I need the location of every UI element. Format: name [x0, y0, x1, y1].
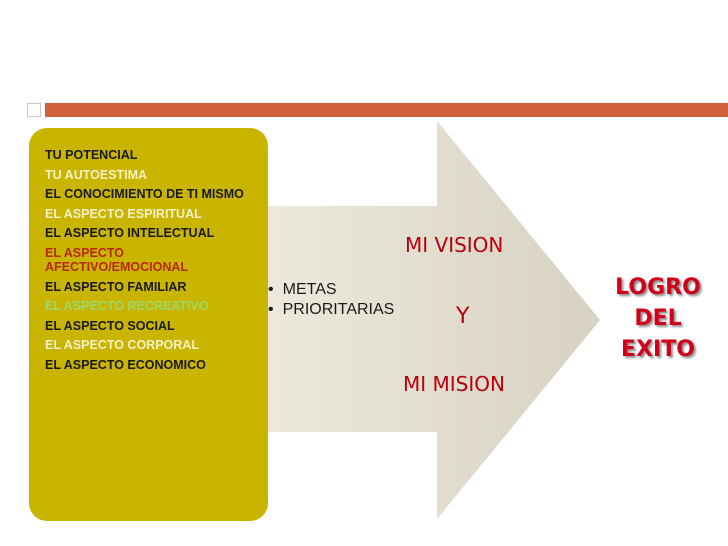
aspect-item: EL ASPECTO FAMILIAR — [45, 279, 187, 294]
result-line-del: DEL — [634, 306, 682, 331]
result-line-exito: EXITO — [621, 337, 695, 362]
aspects-list: TU POTENCIAL TU AUTOESTIMA EL CONOCIMIENTO… — [45, 148, 260, 377]
aspect-item: EL ASPECTO AFECTIVO/EMOCIONAL — [45, 245, 189, 275]
aspect-item: EL ASPECTO CORPORAL — [45, 338, 199, 352]
aspects-panel — [29, 128, 268, 521]
aspect-item: EL ASPECTO ECONOMICO — [45, 357, 206, 372]
vision-label: MI VISION — [405, 233, 504, 257]
conjunction-label: Y — [456, 304, 470, 329]
accent-bar — [45, 103, 728, 117]
aspect-item: TU AUTOESTIMA — [45, 167, 148, 182]
arrow-bullets: METAS PRIORITARIAS — [268, 280, 395, 320]
bullet-item-metas: METAS — [268, 280, 394, 300]
mision-label: MI MISION — [403, 372, 505, 396]
aspect-item: TU POTENCIAL — [45, 148, 138, 162]
result-label: LOGRO DEL EXITO — [608, 272, 708, 365]
aspect-item: EL ASPECTO SOCIAL — [45, 318, 175, 333]
result-line-logro: LOGRO — [615, 275, 701, 300]
bullet-item-prioritarias: PRIORITARIAS — [268, 300, 395, 320]
aspect-item: EL ASPECTO RECREATIVO — [45, 299, 209, 313]
aspect-item: EL ASPECTO INTELECTUAL — [45, 226, 215, 240]
accent-square — [27, 103, 41, 117]
aspect-item: EL CONOCIMIENTO DE TI MISMO — [45, 187, 244, 201]
aspect-item: EL ASPECTO ESPIRITUAL — [45, 206, 202, 221]
